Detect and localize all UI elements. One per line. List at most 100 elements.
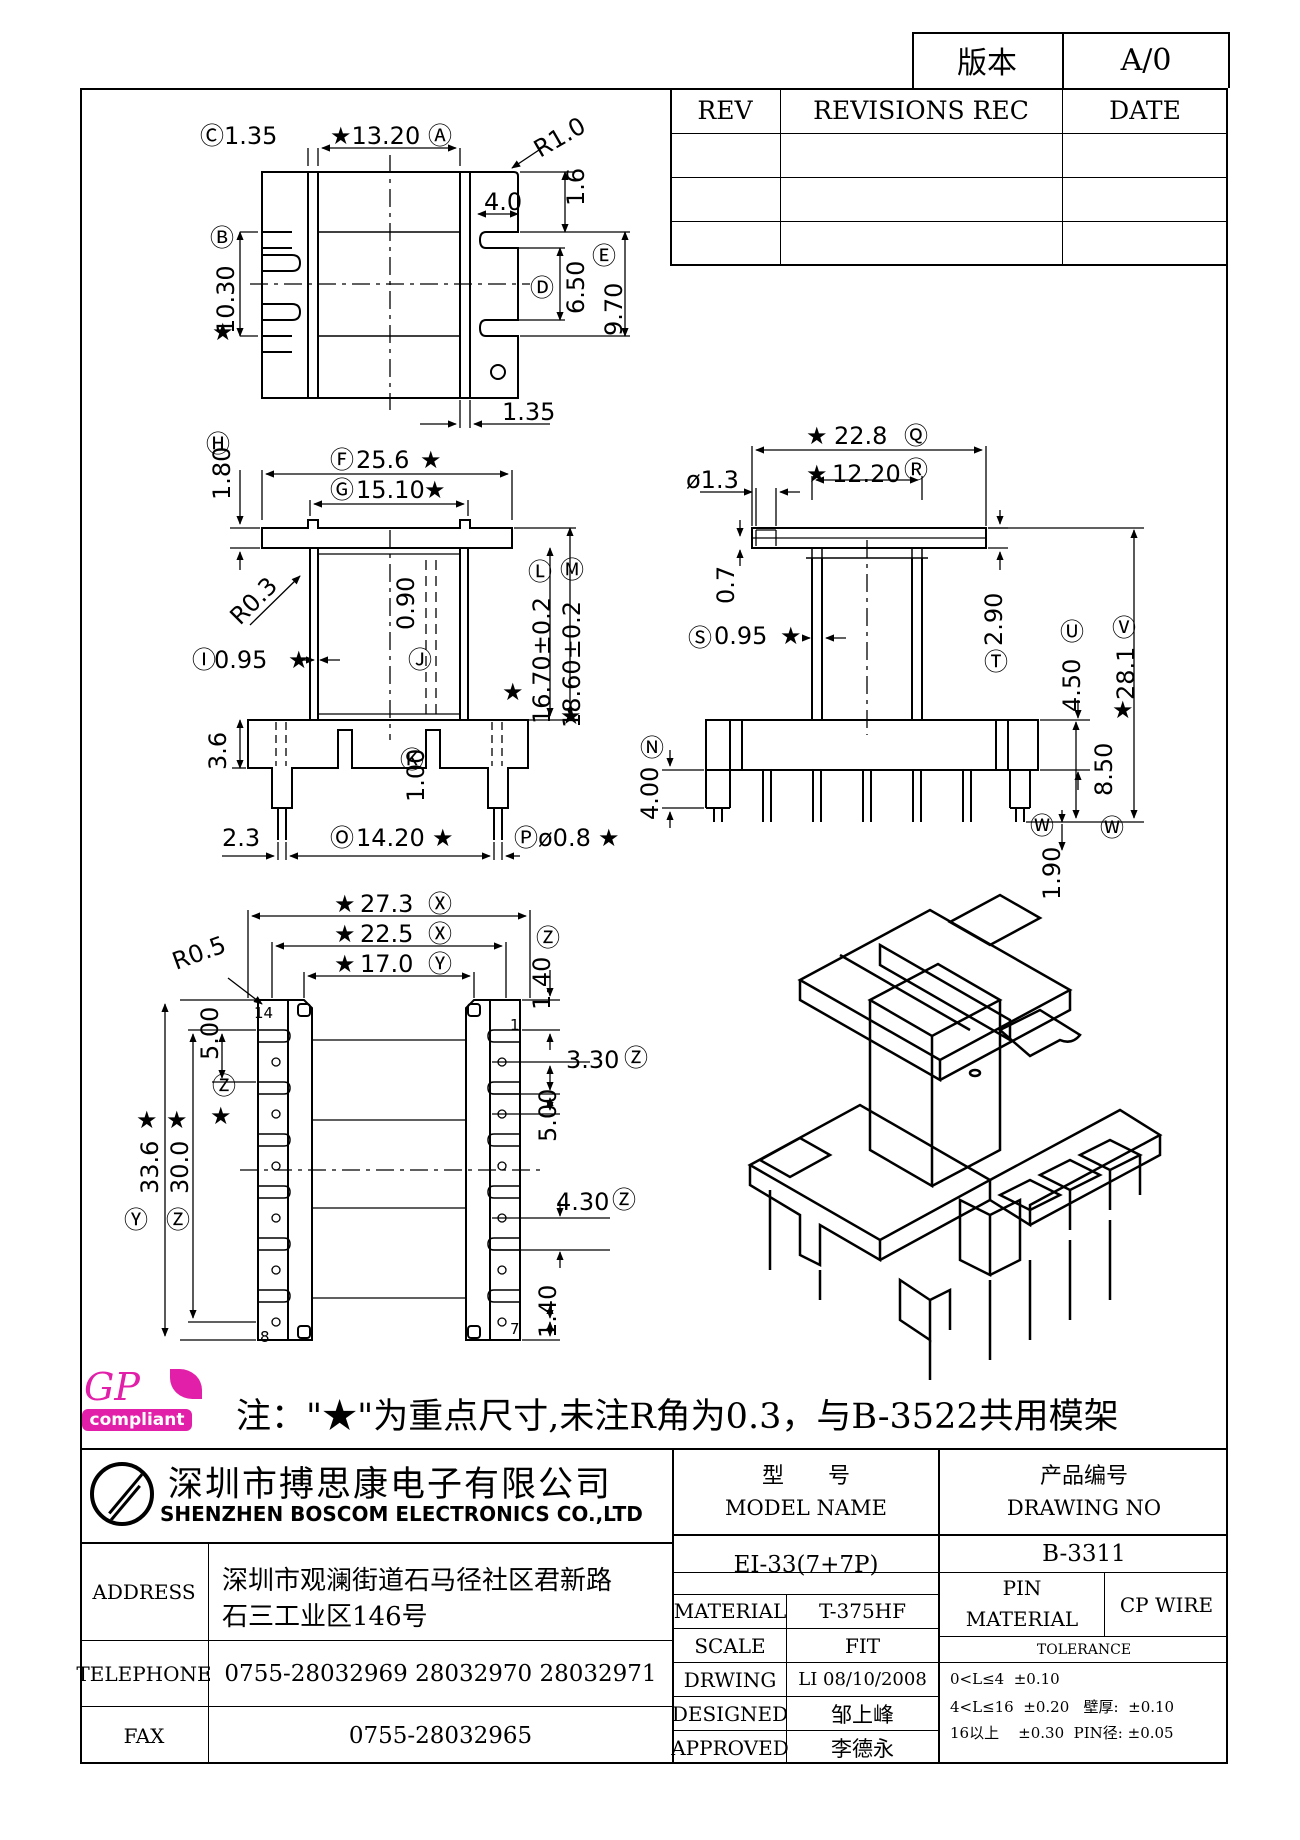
dim-i-star: ★ — [288, 646, 310, 674]
pin-1-label: 1 — [510, 1016, 520, 1034]
leaf-icon — [170, 1369, 202, 1399]
revisions-rec-header: REVISIONS REC — [813, 96, 1029, 125]
dim-bot-x1: 22.5 — [360, 920, 413, 948]
dim-bot-500a: 5.00 — [196, 1007, 224, 1060]
dim-w-ref: Ⓦ — [1100, 814, 1124, 842]
dim-front-o: 14.20 — [356, 824, 425, 852]
dim-front-l: 16.70±0.2 — [528, 597, 556, 724]
dim-h-ref: Ⓗ — [206, 430, 230, 458]
fax-label: FAX — [123, 1723, 165, 1748]
dim-m-star: ★ — [560, 702, 582, 730]
date-header: DATE — [1109, 96, 1181, 125]
dim-z1-ref: Ⓩ — [212, 1072, 236, 1100]
dim-f-ref: Ⓕ — [330, 446, 354, 474]
front-view — [222, 470, 576, 860]
drawing-note: 注："★"为重点尺寸,未注R角为0.3，与B-3522共用模架 — [236, 1397, 1119, 1437]
dim-side-s: 0.95 — [714, 622, 767, 650]
dim-g-ref: Ⓖ — [330, 476, 354, 504]
dim-front-i: 0.95 — [214, 646, 267, 674]
dim-bot-z2: 1.40 — [528, 957, 556, 1010]
gp-compliant-logo: GP compliant — [82, 1365, 222, 1435]
dim-top-b: 10.30 — [212, 265, 240, 334]
dim-bot-140: 1.40 — [534, 1285, 562, 1338]
version-box — [912, 32, 1230, 88]
side-view — [662, 446, 1144, 851]
tolerance-row-1: 0<L≤4 ±0.10 — [950, 1670, 1060, 1688]
dim-front-k: 1.00 — [402, 749, 430, 802]
top-view — [236, 144, 630, 428]
dim-bot-y1: 33.6 — [136, 1141, 164, 1194]
tolerance-row-2: 4<L≤16 ±0.20 壁厚: ±0.10 — [950, 1698, 1175, 1716]
version-value: A/0 — [1120, 42, 1172, 78]
dim-front-p: ø0.8 — [538, 824, 591, 852]
dim-n-ref: Ⓝ — [640, 734, 664, 762]
dim-t-ref: Ⓣ — [984, 648, 1008, 676]
dim-i-ref: Ⓘ — [192, 646, 216, 674]
address-label: ADDRESS — [92, 1580, 196, 1604]
fax-value: 0755-28032965 — [348, 1722, 533, 1749]
dim-s-ref: Ⓢ — [688, 624, 712, 652]
dim-k-ref: Ⓚ — [400, 746, 424, 774]
dim-bot-z: 30.0 — [166, 1141, 194, 1194]
dim-l-ref: Ⓛ — [528, 558, 552, 586]
isometric-view — [747, 893, 1163, 1380]
drawing-frame — [80, 88, 1228, 1764]
bottom-view — [161, 910, 610, 1341]
dim-side-v: 28.1 — [1112, 647, 1140, 700]
pin-7-label: 7 — [510, 1320, 520, 1338]
dim-z4-ref: Ⓩ — [612, 1186, 636, 1214]
material-label: MATERIAL — [673, 1599, 787, 1623]
dim-y1-ref: Ⓨ — [124, 1206, 148, 1234]
dim-top-d: 6.50 — [562, 261, 590, 314]
address-line1: 深圳市观澜街道石马径社区君新路 — [222, 1566, 613, 1596]
material-value: T-375HF — [818, 1599, 906, 1623]
model-label-en: MODEL NAME — [725, 1496, 887, 1520]
dim-z1-star: ★ — [210, 1102, 232, 1130]
scale-value: FIT — [844, 1633, 881, 1658]
dim-side-phi: ø1.3 — [686, 466, 739, 494]
dim-bot-x: 27.3 — [360, 890, 413, 918]
dim-z3-ref: Ⓩ — [624, 1044, 648, 1072]
dim-f-star: ★ — [420, 446, 442, 474]
dim-o-ref: Ⓞ — [330, 824, 354, 852]
compliant-badge: compliant — [82, 1409, 192, 1431]
dim-side-w1: 1.90 — [1038, 847, 1066, 900]
telephone-value: 0755-28032969 28032970 28032971 — [224, 1660, 657, 1687]
dim-top-40: 4.0 — [484, 188, 522, 216]
dim-v-ref: Ⓥ — [1112, 614, 1136, 642]
dim-g-star: ★ — [424, 476, 446, 504]
dim-s-star: ★ — [780, 622, 802, 650]
dim-top-e: 9.70 — [600, 283, 628, 336]
dim-m-ref: Ⓜ — [560, 556, 584, 584]
dim-x-ref: Ⓧ — [428, 890, 452, 918]
drwing-value: LI 08/10/2008 — [798, 1669, 927, 1690]
model-label-cn: 型 号 — [761, 1464, 850, 1489]
dim-top-r10: R1.0 — [529, 112, 590, 164]
dim-w1-ref: Ⓦ — [1030, 812, 1054, 840]
scale-label: SCALE — [694, 1633, 766, 1658]
dim-r-star: ★ — [806, 460, 828, 488]
dim-a-ref: Ⓐ — [428, 122, 452, 150]
pin-14-label: 14 — [254, 1004, 273, 1022]
version-label: 版本 — [957, 46, 1017, 81]
dim-side-n: 4.00 — [636, 767, 664, 820]
approved-value: 李德永 — [831, 1736, 894, 1761]
dim-z-star: ★ — [166, 1106, 188, 1134]
dim-o-star: ★ — [432, 824, 454, 852]
technical-drawing: Ⓒ 1.35 ★13.20 Ⓐ R1.0 1.6 4.0 Ⓑ 10.30 ★ Ⓓ… — [124, 112, 1163, 1380]
pin-material-label: MATERIAL — [965, 1607, 1079, 1631]
dim-z2-ref: Ⓩ — [536, 924, 560, 952]
dim-l-star: ★ — [502, 678, 524, 706]
dim-bot-z4: 4.30 — [556, 1188, 609, 1216]
drawing-label-cn: 产品编号 — [1039, 1464, 1128, 1489]
dim-front-h: 1.80 — [208, 447, 236, 500]
dim-e-ref: Ⓔ — [592, 242, 616, 270]
dim-q-star: ★ — [806, 422, 828, 450]
dim-top-a: ★13.20 — [330, 122, 420, 150]
pin-material-value: CP WIRE — [1119, 1592, 1214, 1617]
dim-top-bot: 1.35 — [502, 398, 555, 426]
tolerance-title: TOLERANCE — [1036, 1641, 1132, 1658]
address-line2: 石三工业区146号 — [222, 1602, 428, 1632]
dim-b-star: ★ — [212, 318, 234, 346]
dim-j-ref: Ⓙ — [408, 646, 432, 674]
